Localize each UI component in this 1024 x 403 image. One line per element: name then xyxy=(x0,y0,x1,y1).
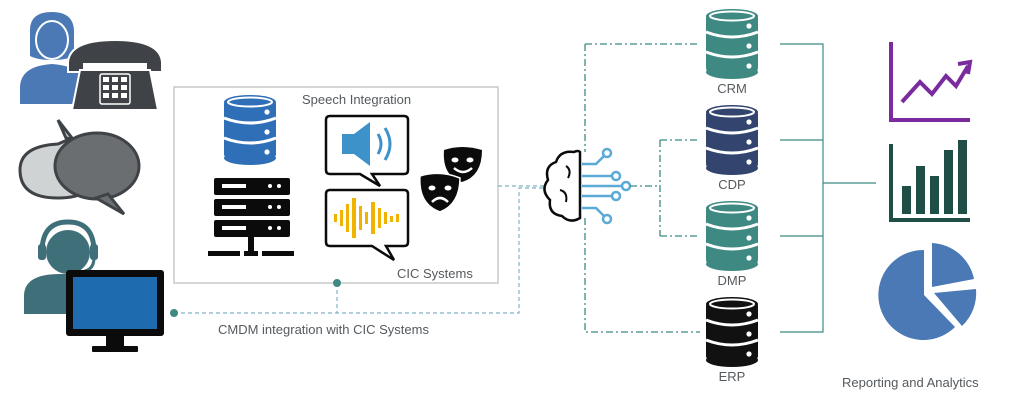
bar-chart-icon xyxy=(889,140,970,222)
monitor-connector-dot xyxy=(170,309,178,317)
ai-brain-icon xyxy=(543,147,632,225)
monitor-icon xyxy=(66,270,164,352)
agent-headset-icon xyxy=(24,219,98,314)
database-erp-icon xyxy=(704,295,760,369)
reporting-label: Reporting and Analytics xyxy=(842,375,979,390)
line-chart-icon xyxy=(889,42,973,122)
database-label: ERP xyxy=(719,369,746,384)
speech-bubbles-icon xyxy=(18,119,141,216)
integration-caption: CMDM integration with CIC Systems xyxy=(218,322,429,337)
database-label: DMP xyxy=(718,273,747,288)
database-label: CRM xyxy=(717,81,747,96)
database-label: CDP xyxy=(718,177,745,192)
database-connectors xyxy=(584,43,700,333)
server-rack-icon xyxy=(208,178,294,256)
speech-integration-title: Speech Integration xyxy=(302,92,411,107)
waveform-icon xyxy=(324,188,410,262)
panel-connector-dot xyxy=(333,279,341,287)
speaker-icon xyxy=(324,114,410,188)
integration-connectors xyxy=(174,185,545,314)
database-stack-group: CRM CDP DMP ERP xyxy=(704,7,760,384)
pie-chart-icon xyxy=(878,243,977,340)
cic-systems-title: CIC Systems xyxy=(397,266,473,281)
database-dmp-icon xyxy=(704,199,760,273)
database-crm-icon xyxy=(704,7,760,81)
theater-masks-icon xyxy=(419,147,482,213)
database-cdp-icon xyxy=(704,103,760,177)
database-icon xyxy=(222,93,278,167)
person-icon xyxy=(20,12,84,104)
reporting-connectors xyxy=(780,43,876,333)
telephone-icon xyxy=(67,38,163,111)
